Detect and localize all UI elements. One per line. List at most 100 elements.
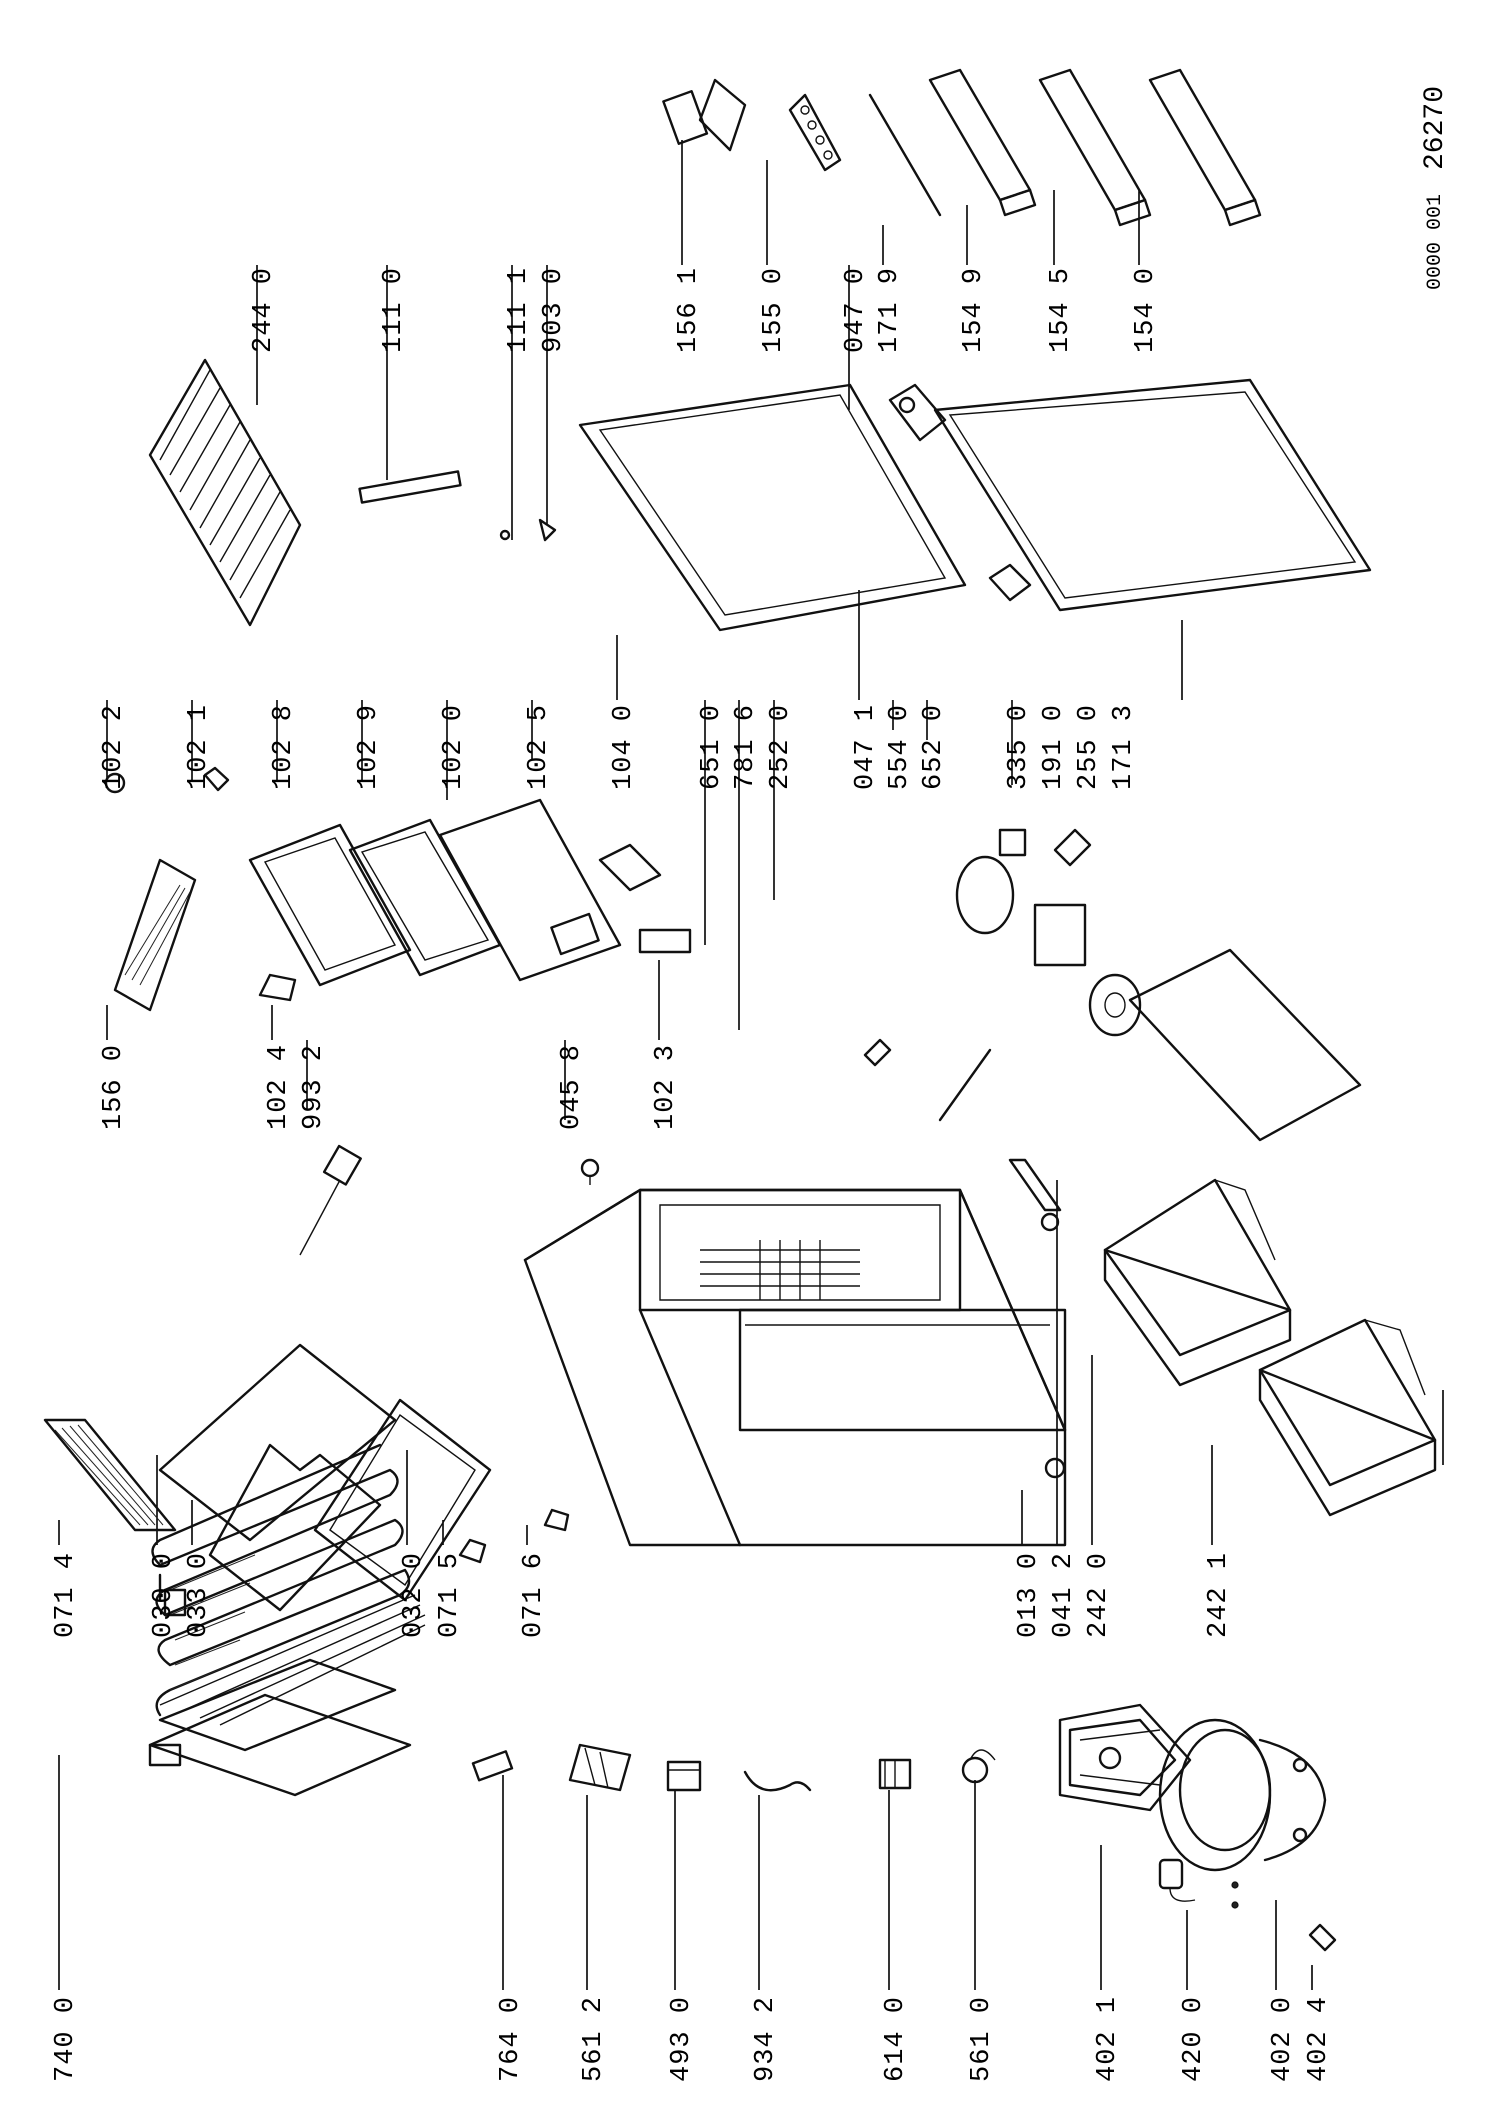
part-993-2 (299, 1144, 362, 1256)
label-032-0: 032 0 (399, 1552, 429, 1638)
hinge-041-2 (1008, 1158, 1062, 1232)
part-156-0 (113, 858, 197, 1012)
part-111-1 (499, 529, 511, 541)
label-111-1: 111 1 (504, 267, 534, 353)
leader-lines (58, 140, 1444, 1990)
label-071-4: 071 4 (51, 1552, 81, 1638)
compressor-tray (1058, 1703, 1192, 1812)
part-934-2 (743, 1770, 812, 1792)
evaporator-coil (148, 1443, 426, 1797)
label-171-3: 171 3 (1109, 704, 1139, 790)
label-104-0: 104 0 (609, 704, 639, 790)
label-033-0: 033 0 (184, 1552, 214, 1638)
part-number-labels: 740 0 764 0 561 2 493 0 934 2 614 0 561 0 402 1… (51, 267, 1334, 2082)
label-102-4: 102 4 (264, 1044, 294, 1130)
part-032-0 (313, 1398, 492, 1602)
label-041-2: 041 2 (1049, 1552, 1079, 1638)
label-171-9: 171 9 (875, 267, 905, 353)
part-102-5 (598, 843, 662, 892)
label-045-8: 045 8 (557, 1044, 587, 1130)
shelf-255-0 (1128, 948, 1362, 1142)
part-561-0 (961, 1749, 996, 1784)
bin-154-0 (1148, 68, 1262, 227)
wire-shelf-244-0 (148, 358, 302, 627)
part-047-0 (888, 383, 947, 442)
label-402-0: 402 0 (1268, 1996, 1298, 2082)
document-number-prefix: 0000 001 (1424, 194, 1447, 290)
label-255-0: 255 0 (1074, 704, 1104, 790)
label-993-2: 993 2 (299, 1044, 329, 1130)
part-102-1 (203, 766, 230, 792)
label-154-5: 154 5 (1046, 267, 1076, 353)
part-030-0 (158, 1343, 397, 1542)
part-102-2 (104, 772, 126, 794)
thermostat-252-0 (955, 855, 1087, 967)
part-071-4 (43, 1418, 177, 1532)
label-102-5: 102 5 (524, 704, 554, 790)
label-781-6: 781 6 (731, 704, 761, 790)
part-045-8 (580, 1158, 600, 1185)
part-493-0 (666, 1760, 702, 1792)
label-156-0: 156 0 (99, 1044, 129, 1130)
bin-154-9 (928, 68, 1037, 217)
part-102-0 (438, 798, 622, 982)
part-561-2 (568, 1743, 632, 1792)
crisper-242-1 (1258, 1318, 1437, 1517)
label-561-2: 561 2 (579, 1996, 609, 2082)
part-102-9 (348, 818, 502, 977)
label-651-0: 651 0 (697, 704, 727, 790)
label-155-0: 155 0 (759, 267, 789, 353)
label-420-0: 420 0 (1179, 1996, 1209, 2082)
label-013-0: 013 0 (1014, 1552, 1044, 1638)
part-102-3 (638, 928, 692, 954)
label-402-1: 402 1 (1093, 1996, 1123, 2082)
label-102-0: 102 0 (439, 704, 469, 790)
label-191-0: 191 0 (1039, 704, 1069, 790)
part-781-6 (938, 1048, 992, 1122)
part-651-0 (863, 1038, 892, 1067)
label-242-0: 242 0 (1084, 1552, 1114, 1638)
cabinet (523, 1188, 1067, 1547)
part-013-0 (1044, 1457, 1066, 1479)
label-614-0: 614 0 (881, 1996, 911, 2082)
label-740-0: 740 0 (51, 1996, 81, 2082)
label-111-0: 111 0 (379, 267, 409, 353)
part-903-0 (538, 518, 557, 542)
label-402-4: 402 4 (1304, 1996, 1334, 2082)
part-102-8 (248, 823, 412, 987)
parts (43, 68, 1437, 1952)
part-047-1 (988, 563, 1032, 602)
document-number: 0000 001 26270 (1420, 86, 1451, 290)
egg-tray-155-0 (788, 93, 842, 172)
label-934-2: 934 2 (751, 1996, 781, 2082)
part-764-0 (471, 1750, 514, 1782)
label-102-9: 102 9 (354, 704, 384, 790)
label-554-0: 554 0 (885, 704, 915, 790)
label-335-0: 335 0 (1004, 704, 1034, 790)
label-102-1: 102 1 (184, 704, 214, 790)
part-033-0 (208, 1443, 382, 1612)
label-493-0: 493 0 (667, 1996, 697, 2082)
label-071-5: 071 5 (435, 1552, 465, 1638)
label-071-6: 071 6 (519, 1552, 549, 1638)
knob-335-0 (1088, 973, 1142, 1037)
label-764-0: 764 0 (496, 1996, 526, 2082)
part-420-0 (1158, 1858, 1196, 1902)
part-071-5 (458, 1538, 487, 1564)
door-104-0 (578, 383, 967, 632)
part-402-4 (1308, 1923, 1337, 1952)
part-071-6 (543, 1508, 570, 1532)
part-102-4 (258, 973, 297, 1002)
document-number-suffix: 26270 (1420, 86, 1451, 170)
label-102-2: 102 2 (99, 704, 129, 790)
label-156-1: 156 1 (674, 267, 704, 353)
label-154-9: 154 9 (959, 267, 989, 353)
label-047-0: 047 0 (841, 267, 871, 353)
part-652-0 (1053, 828, 1092, 867)
label-561-0: 561 0 (967, 1996, 997, 2082)
compressor (1158, 1718, 1327, 1872)
label-102-8: 102 8 (269, 704, 299, 790)
crisper-242-0 (1103, 1178, 1292, 1387)
label-047-1: 047 1 (851, 704, 881, 790)
